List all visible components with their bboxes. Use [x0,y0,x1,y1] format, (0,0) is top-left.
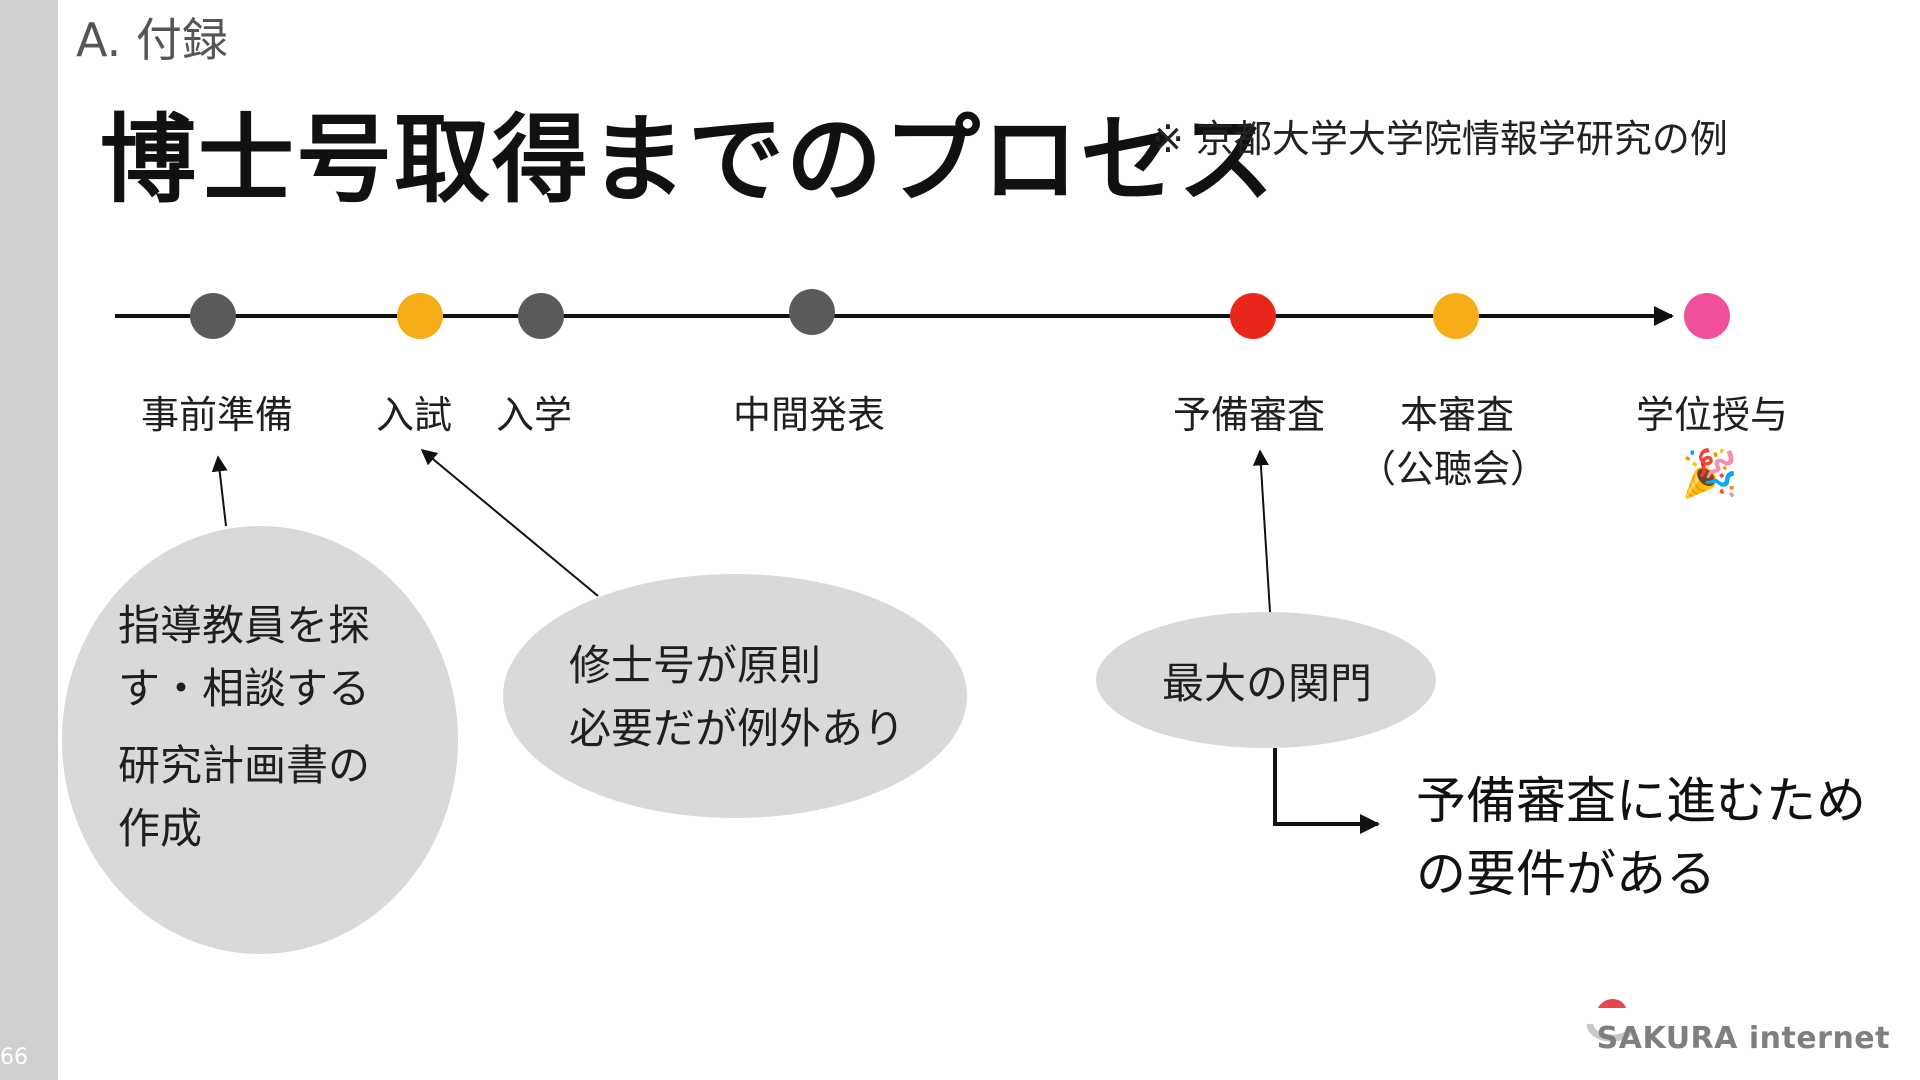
prep-bubble-line: 研究計画書の [118,741,371,790]
exam-bubble-line: 必要だが例外あり [569,704,906,753]
milestone-label-prep: 事前準備 [140,393,294,437]
requirement-connector-arrow [1273,748,1380,834]
milestone-label-main-review: 本審査 [1399,393,1515,437]
milestone-label-degree: 学位授与 [1635,393,1789,437]
prep-pointer-arrow [211,455,228,527]
page-number: 66 [0,1045,28,1070]
requirement-note-line: 予備審査に進むため [1416,772,1866,830]
prep-bubble-line: 作成 [118,804,203,853]
exam-bubble: 修士号が原則 必要だが例外あり [503,574,967,818]
slide-sidebar: 66 [0,0,58,1080]
example-note: ※ 京都大学大学院情報学研究の例 [1152,117,1728,161]
milestone-label-admission: 入学 [495,393,573,437]
milestone-dot-prep [190,293,236,339]
prep-bubble: 指導教員を探 す・相談する 研究計画書の 作成 [62,526,458,954]
sakura-internet-logo: SAKURA internet [1570,996,1890,1056]
exam-pointer-arrow [420,448,599,597]
pre-review-pointer-arrow [1252,449,1271,613]
slide-title: 博士号取得までのプロセス [100,104,1276,216]
milestone-dot-admission [518,293,564,339]
party-popper-icon: 🎉 [1681,446,1739,500]
milestone-dot-exam [397,293,443,339]
pre-review-bubble: 最大の関門 [1096,612,1436,748]
milestone-dot-midterm [789,289,835,335]
requirement-note: 予備審査に進むため の要件がある [1416,765,1866,910]
prep-bubble-line: す・相談する [118,664,371,713]
section-label: A. 付録 [76,13,228,67]
milestone-dot-pre-review [1230,293,1276,339]
milestone-dot-main-review [1433,293,1479,339]
milestone-sublabel-main-review: （公聴会） [1357,447,1549,491]
pre-review-bubble-line: 最大の関門 [1162,659,1373,708]
logo-wordmark: SAKURA internet [1596,1021,1890,1056]
milestone-dot-degree [1684,293,1730,339]
milestone-label-pre-review: 予備審査 [1172,393,1326,437]
requirement-note-line: の要件がある [1416,844,1716,903]
prep-bubble-line: 指導教員を探 [118,601,371,650]
milestone-label-midterm: 中間発表 [732,393,886,437]
sakura-logo-mark [1586,999,1635,1042]
exam-bubble-line: 修士号が原則 [569,641,822,690]
milestone-label-exam: 入試 [375,393,453,437]
